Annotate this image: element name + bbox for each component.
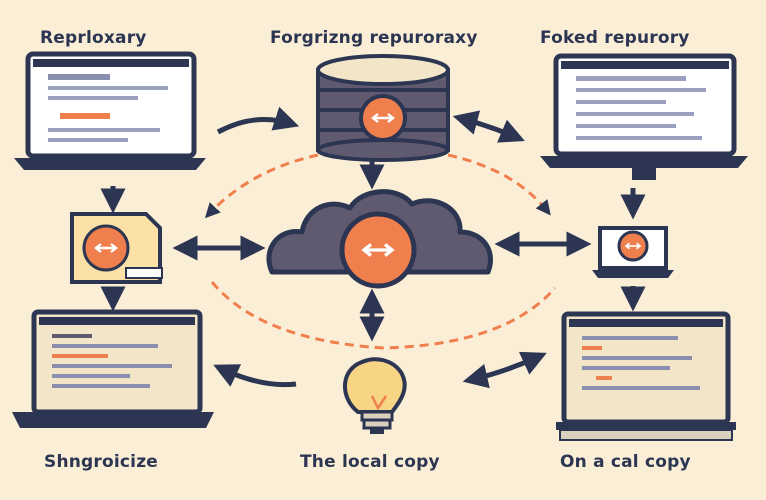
label-local-copy: The local copy	[300, 452, 440, 472]
forked-repo-monitor	[540, 53, 748, 180]
local-copy-monitor	[556, 311, 736, 441]
local-clone-icon	[70, 212, 163, 284]
sync-ring	[204, 153, 557, 350]
label-synchronize: Shngroicize	[44, 452, 159, 472]
label-forked-repo: Foked repurory	[540, 28, 690, 48]
upstream-repo-monitor	[14, 51, 206, 170]
label-forking-repo: Forgrizng repuroraxy	[270, 28, 478, 48]
label-upstream-repo: Reprloxary	[40, 28, 147, 48]
flow-arrows	[100, 106, 646, 389]
cloud-sync-icon	[266, 189, 493, 289]
lightbulb-icon	[343, 357, 407, 434]
label-cal-copy: On a cal copy	[560, 452, 691, 472]
fork-laptop-icon	[592, 226, 674, 278]
sync-monitor	[12, 309, 214, 428]
database-sync-icon	[316, 54, 450, 162]
